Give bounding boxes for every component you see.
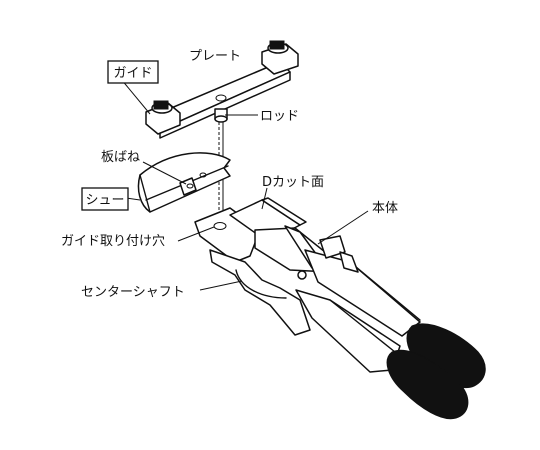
plate-part: [145, 40, 299, 139]
label-d-cut-group: Dカット面: [262, 175, 324, 190]
label-shoe: シュー: [85, 193, 124, 208]
tool-body: [194, 197, 421, 373]
label-guide-hole-group: ガイド取り付け穴: [61, 234, 165, 249]
label-shoe-group: シュー: [81, 187, 129, 211]
handle-grips: [386, 323, 486, 420]
label-d-cut-face: Dカット面: [262, 175, 324, 190]
label-leaf-spring-group: 板ばね: [101, 150, 140, 165]
label-plate-group: プレート: [189, 49, 241, 64]
label-guide-box: [107, 60, 159, 84]
label-plate: プレート: [189, 49, 241, 64]
leader-lines: [120, 78, 369, 291]
label-guide-group: ガイド: [107, 60, 159, 84]
shoe-part: [137, 152, 231, 213]
label-center-shaft-group: センターシャフト: [81, 285, 185, 300]
label-body-group: 本体: [372, 201, 398, 216]
label-guide: ガイド: [113, 66, 152, 81]
label-body: 本体: [372, 201, 398, 216]
label-center-shaft: センターシャフト: [81, 285, 185, 300]
label-leaf-spring: 板ばね: [101, 150, 140, 165]
label-rod: ロッド: [260, 109, 299, 124]
label-rod-group: ロッド: [260, 109, 299, 124]
label-guide-mounting-hole: ガイド取り付け穴: [61, 234, 165, 249]
label-shoe-box: [81, 187, 129, 211]
